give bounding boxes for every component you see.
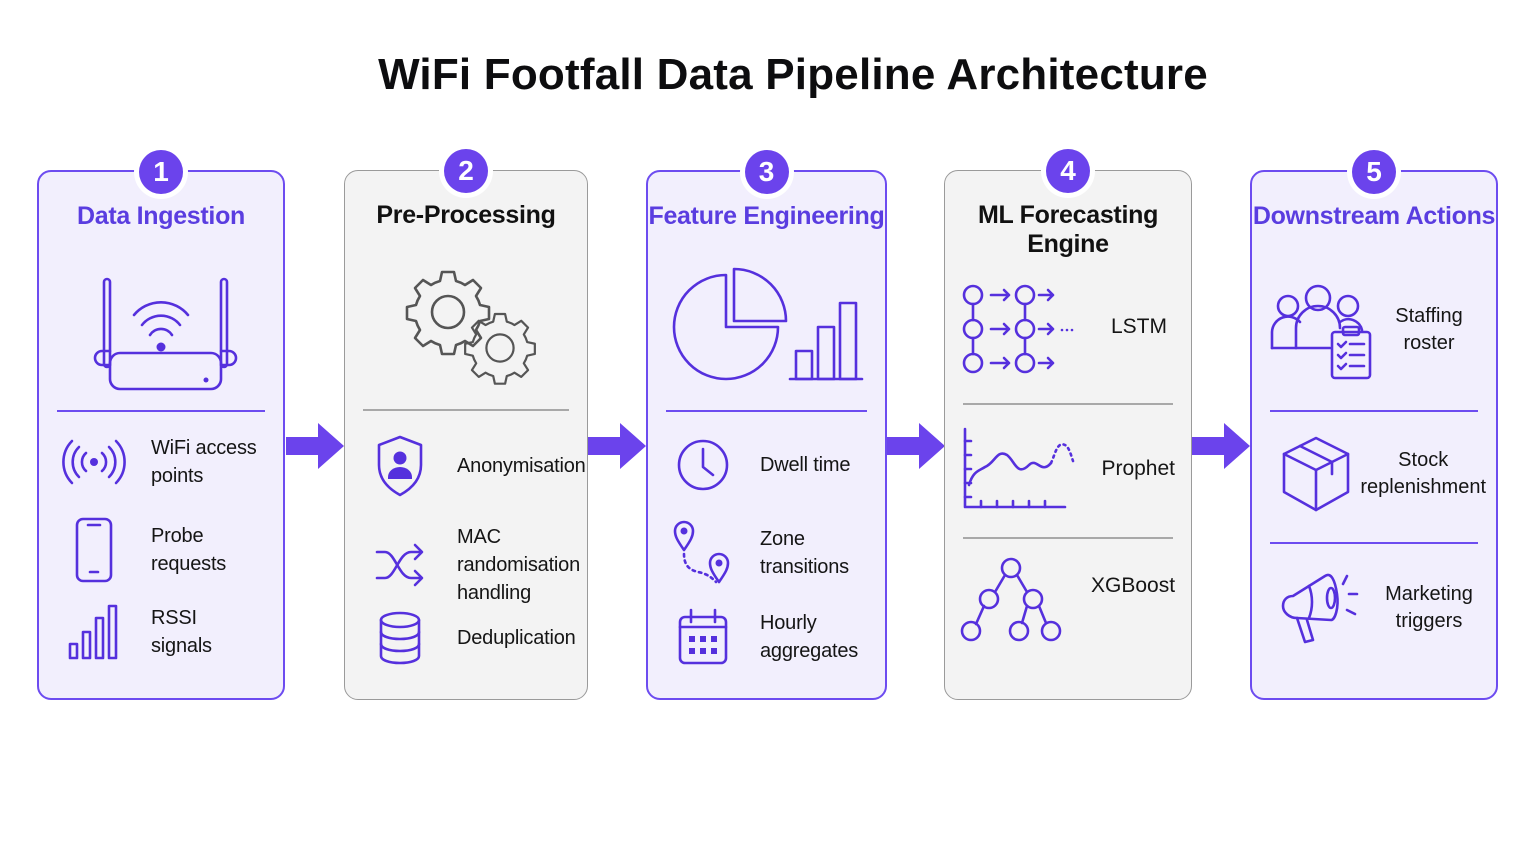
list-item: Probe requests [59, 517, 273, 583]
database-icon [365, 611, 435, 665]
model-label: LSTM [1111, 315, 1168, 338]
divider [1270, 410, 1478, 412]
list-item: Anonymisation [365, 435, 586, 497]
stage-card-ml-forecasting-engine: 4 ML Forecasting Engine [944, 149, 1192, 700]
item-label-line1: Marketing [1385, 583, 1473, 605]
gears-icon [345, 259, 587, 389]
stage-title: ML Forecasting Engine [977, 201, 1159, 258]
divider [57, 410, 265, 412]
item-label-line2: handling [457, 582, 532, 604]
item-label-line1: Staffing [1395, 305, 1463, 327]
item-label-line2: transitions [760, 556, 849, 578]
item-label-line1: Hourly [760, 612, 817, 634]
action-item-staffing: Staffing roster [1270, 280, 1486, 380]
flow-arrow-icon [887, 423, 945, 469]
stage-title: Feature Engineering [648, 202, 885, 230]
divider [963, 537, 1173, 539]
item-label-line2: requests [151, 553, 227, 575]
megaphone-icon [1272, 568, 1372, 648]
action-item-marketing: Marketing triggers [1272, 568, 1486, 648]
model-item-lstm: LSTM [961, 279, 1175, 375]
item-label-line2: replenishment [1360, 476, 1486, 498]
broadcast-signal-icon [59, 437, 129, 487]
step-badge: 5 [1352, 150, 1396, 194]
list-item: Dwell time [668, 436, 875, 494]
action-item-stock: Stock replenishment [1272, 434, 1486, 514]
smartphone-icon [59, 517, 129, 583]
model-item-prophet: Prophet [961, 427, 1175, 511]
item-label-line1: MAC randomisation [457, 526, 581, 576]
model-label: Prophet [1101, 457, 1175, 480]
list-item: MAC randomisation handling [365, 523, 581, 607]
list-item: RSSI signals [59, 604, 273, 660]
list-item: Zone transitions [668, 520, 875, 586]
divider [963, 403, 1173, 405]
step-badge: 3 [744, 150, 789, 194]
item-label-line2: points [151, 465, 204, 487]
clock-icon [668, 436, 738, 494]
stage-title: Data Ingestion [76, 202, 246, 230]
list-item: Deduplication [365, 611, 577, 665]
page-title: WiFi Footfall Data Pipeline Architecture [378, 50, 1208, 99]
item-label-line1: Zone [760, 528, 805, 550]
item-label-line1: WiFi access [151, 437, 257, 459]
item-label-line2: signals [151, 635, 212, 657]
map-pins-route-icon [668, 520, 738, 586]
item-label-line1: Stock [1398, 449, 1449, 471]
item-label-line2: aggregates [760, 640, 859, 662]
item-label-line2: triggers [1395, 610, 1463, 632]
time-series-chart-icon [961, 427, 1075, 511]
stage-card-feature-engineering: 3 Feature Engineering Dwell time [646, 150, 887, 700]
model-item-xgboost: XGBoost [960, 555, 1176, 645]
team-clipboard-icon [1270, 280, 1372, 380]
flow-arrow-icon [286, 423, 344, 469]
decision-tree-icon [960, 555, 1062, 645]
divider [363, 409, 569, 411]
step-badge: 2 [444, 149, 488, 193]
stage-card-data-ingestion: 1 Data Ingestion [37, 150, 285, 700]
wifi-router-icon [39, 262, 283, 392]
stage-title: Downstream Actions [1252, 202, 1496, 230]
list-item: WiFi access points [59, 434, 273, 490]
signal-bars-icon [59, 604, 129, 660]
pie-bar-chart-icon [648, 260, 885, 390]
item-label: Dwell time [760, 454, 851, 476]
step-badge: 4 [1046, 149, 1090, 193]
step-badge: 1 [139, 150, 183, 194]
item-label-line1: RSSI [151, 607, 197, 629]
item-label-line2: roster [1403, 332, 1455, 354]
shuffle-icon [365, 542, 435, 588]
list-item: Hourly aggregates [668, 608, 875, 666]
item-label: Anonymisation [457, 455, 586, 477]
model-label: XGBoost [1091, 574, 1176, 597]
lstm-network-icon [961, 279, 1081, 375]
stage-title: Pre-Processing [376, 201, 556, 229]
flow-arrow-icon [588, 423, 646, 469]
divider [666, 410, 867, 412]
stage-card-pre-processing: 2 Pre-Processing Anonymisation [344, 149, 588, 700]
stage-card-downstream-actions: 5 Downstream Actions Staffing roster [1250, 150, 1498, 700]
calendar-icon [668, 608, 738, 666]
package-box-icon [1272, 434, 1360, 514]
item-label-line1: Probe [151, 525, 204, 547]
item-label: Deduplication [457, 627, 576, 649]
divider [1270, 542, 1478, 544]
flow-arrow-icon [1192, 423, 1250, 469]
shield-user-icon [365, 435, 435, 497]
